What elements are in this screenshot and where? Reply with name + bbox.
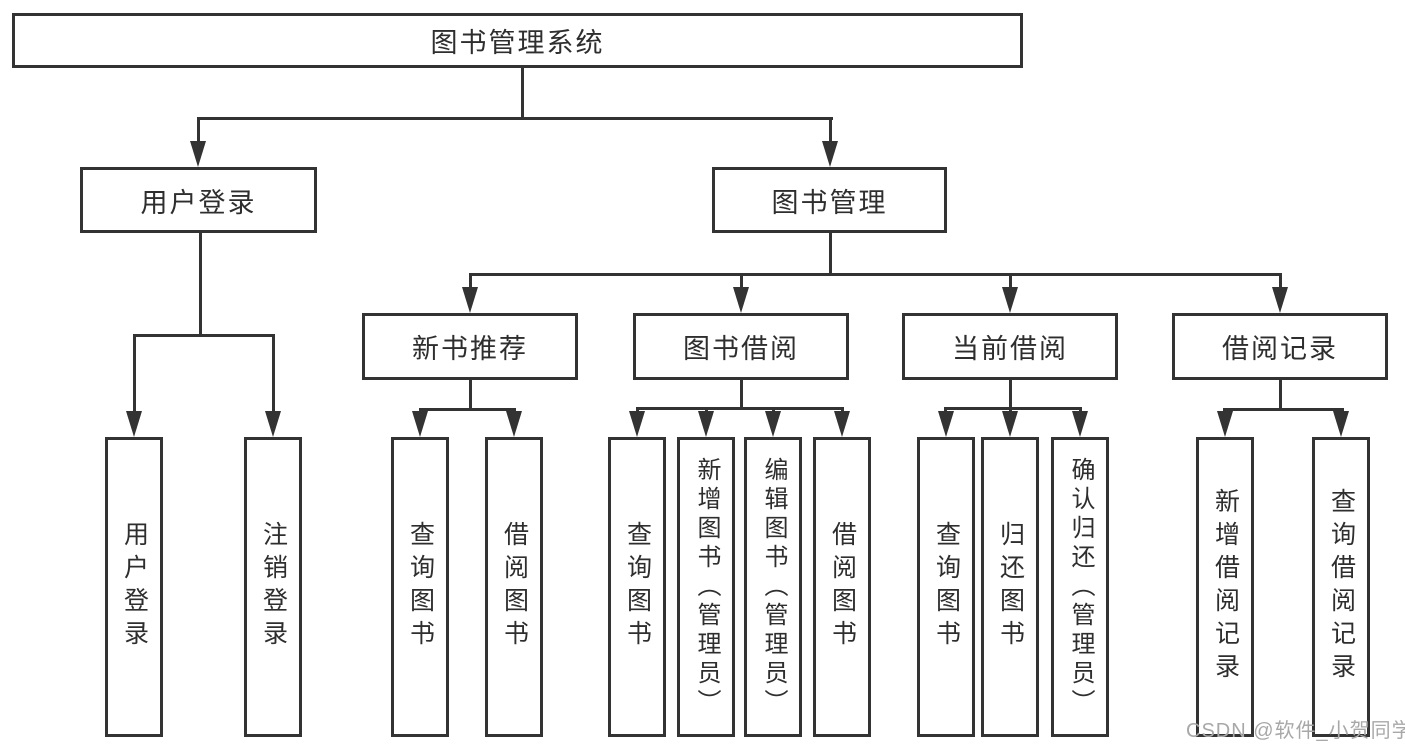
leaf-logout-login: 注销登录 [244, 437, 302, 737]
connector-line [419, 408, 516, 411]
node-borrow-records-label: 借阅记录 [1222, 334, 1338, 364]
arrow-down-icon [1217, 411, 1233, 437]
leaf-newbook-borrow-book-label: 借阅图书 [500, 521, 529, 653]
arrow-down-icon [1272, 287, 1288, 313]
arrow-down-icon [938, 411, 954, 437]
connector-line [469, 380, 472, 408]
leaf-current-confirm-return-admin-label: 确认归还（管理员） [1067, 456, 1094, 718]
arrow-down-icon [506, 411, 522, 437]
arrow-down-icon [1002, 287, 1018, 313]
connector-line [1223, 408, 1344, 411]
leaf-current-confirm-return-admin: 确认归还（管理员） [1051, 437, 1109, 737]
node-user-login-label: 用户登录 [140, 187, 257, 218]
connector-line [197, 117, 200, 147]
leaf-record-query-borrow-record-label: 查询借阅记录 [1327, 488, 1356, 686]
node-book-borrow-label: 图书借阅 [683, 334, 799, 364]
connector-line [740, 273, 743, 293]
arrow-down-icon [765, 411, 781, 437]
node-user-login: 用户登录 [80, 167, 317, 233]
arrow-down-icon [629, 411, 645, 437]
leaf-borrow-edit-book-admin-label: 编辑图书（管理员） [760, 456, 787, 718]
connector-line [199, 233, 202, 334]
connector-line [1009, 380, 1012, 407]
connector-line [197, 117, 833, 120]
leaf-borrow-query-book-label: 查询图书 [623, 521, 652, 653]
connector-line [469, 273, 472, 293]
leaf-current-query-book: 查询图书 [917, 437, 975, 737]
arrow-down-icon [834, 411, 850, 437]
arrow-down-icon [733, 287, 749, 313]
leaf-newbook-query-book-label: 查询图书 [406, 521, 435, 653]
leaf-user-login: 用户登录 [105, 437, 163, 737]
arrow-down-icon [126, 411, 142, 437]
node-current-borrow-label: 当前借阅 [952, 334, 1068, 364]
arrow-down-icon [190, 141, 206, 167]
leaf-current-return-book: 归还图书 [981, 437, 1039, 737]
arrow-down-icon [822, 141, 838, 167]
node-new-book-recommend: 新书推荐 [362, 313, 578, 380]
arrow-down-icon [265, 411, 281, 437]
arrow-down-icon [412, 411, 428, 437]
node-book-management-label: 图书管理 [771, 187, 888, 218]
connector-line [829, 233, 832, 273]
leaf-user-login-label: 用户登录 [120, 521, 149, 653]
watermark: CSDN @软件_小贺同学 [1186, 720, 1405, 742]
node-library-system-label: 图书管理系统 [430, 28, 605, 58]
leaf-logout-login-label: 注销登录 [259, 521, 288, 653]
connector-line [133, 334, 275, 337]
leaf-record-query-borrow-record: 查询借阅记录 [1312, 437, 1370, 737]
connector-line [469, 273, 1282, 276]
leaf-borrow-borrow-book: 借阅图书 [813, 437, 871, 737]
connector-line [133, 334, 136, 417]
arrow-down-icon [1072, 411, 1088, 437]
node-new-book-recommend-label: 新书推荐 [412, 334, 528, 364]
connector-line [521, 67, 524, 117]
leaf-newbook-borrow-book: 借阅图书 [485, 437, 543, 737]
leaf-borrow-borrow-book-label: 借阅图书 [828, 521, 857, 653]
arrow-down-icon [698, 411, 714, 437]
arrow-down-icon [1333, 411, 1349, 437]
leaf-borrow-edit-book-admin: 编辑图书（管理员） [744, 437, 802, 737]
connector-line [636, 407, 844, 410]
connector-line [829, 117, 832, 147]
node-borrow-records: 借阅记录 [1172, 313, 1388, 380]
node-book-management: 图书管理 [712, 167, 947, 233]
connector-line [1279, 380, 1282, 408]
arrow-down-icon [1002, 411, 1018, 437]
connector-line [740, 380, 743, 407]
leaf-borrow-add-book-admin: 新增图书（管理员） [677, 437, 735, 737]
connector-line [1279, 273, 1282, 293]
leaf-borrow-add-book-admin-label: 新增图书（管理员） [693, 456, 720, 718]
leaf-borrow-query-book: 查询图书 [608, 437, 666, 737]
arrow-down-icon [462, 287, 478, 313]
connector-line [944, 407, 1082, 410]
node-book-borrow: 图书借阅 [633, 313, 849, 380]
leaf-record-add-borrow-record-label: 新增借阅记录 [1211, 488, 1240, 686]
leaf-current-query-book-label: 查询图书 [932, 521, 961, 653]
node-current-borrow: 当前借阅 [902, 313, 1118, 380]
leaf-record-add-borrow-record: 新增借阅记录 [1196, 437, 1254, 737]
leaf-newbook-query-book: 查询图书 [391, 437, 449, 737]
connector-line [272, 334, 275, 417]
leaf-current-return-book-label: 归还图书 [996, 521, 1025, 653]
node-library-system: 图书管理系统 [12, 13, 1023, 68]
connector-line [1009, 273, 1012, 293]
